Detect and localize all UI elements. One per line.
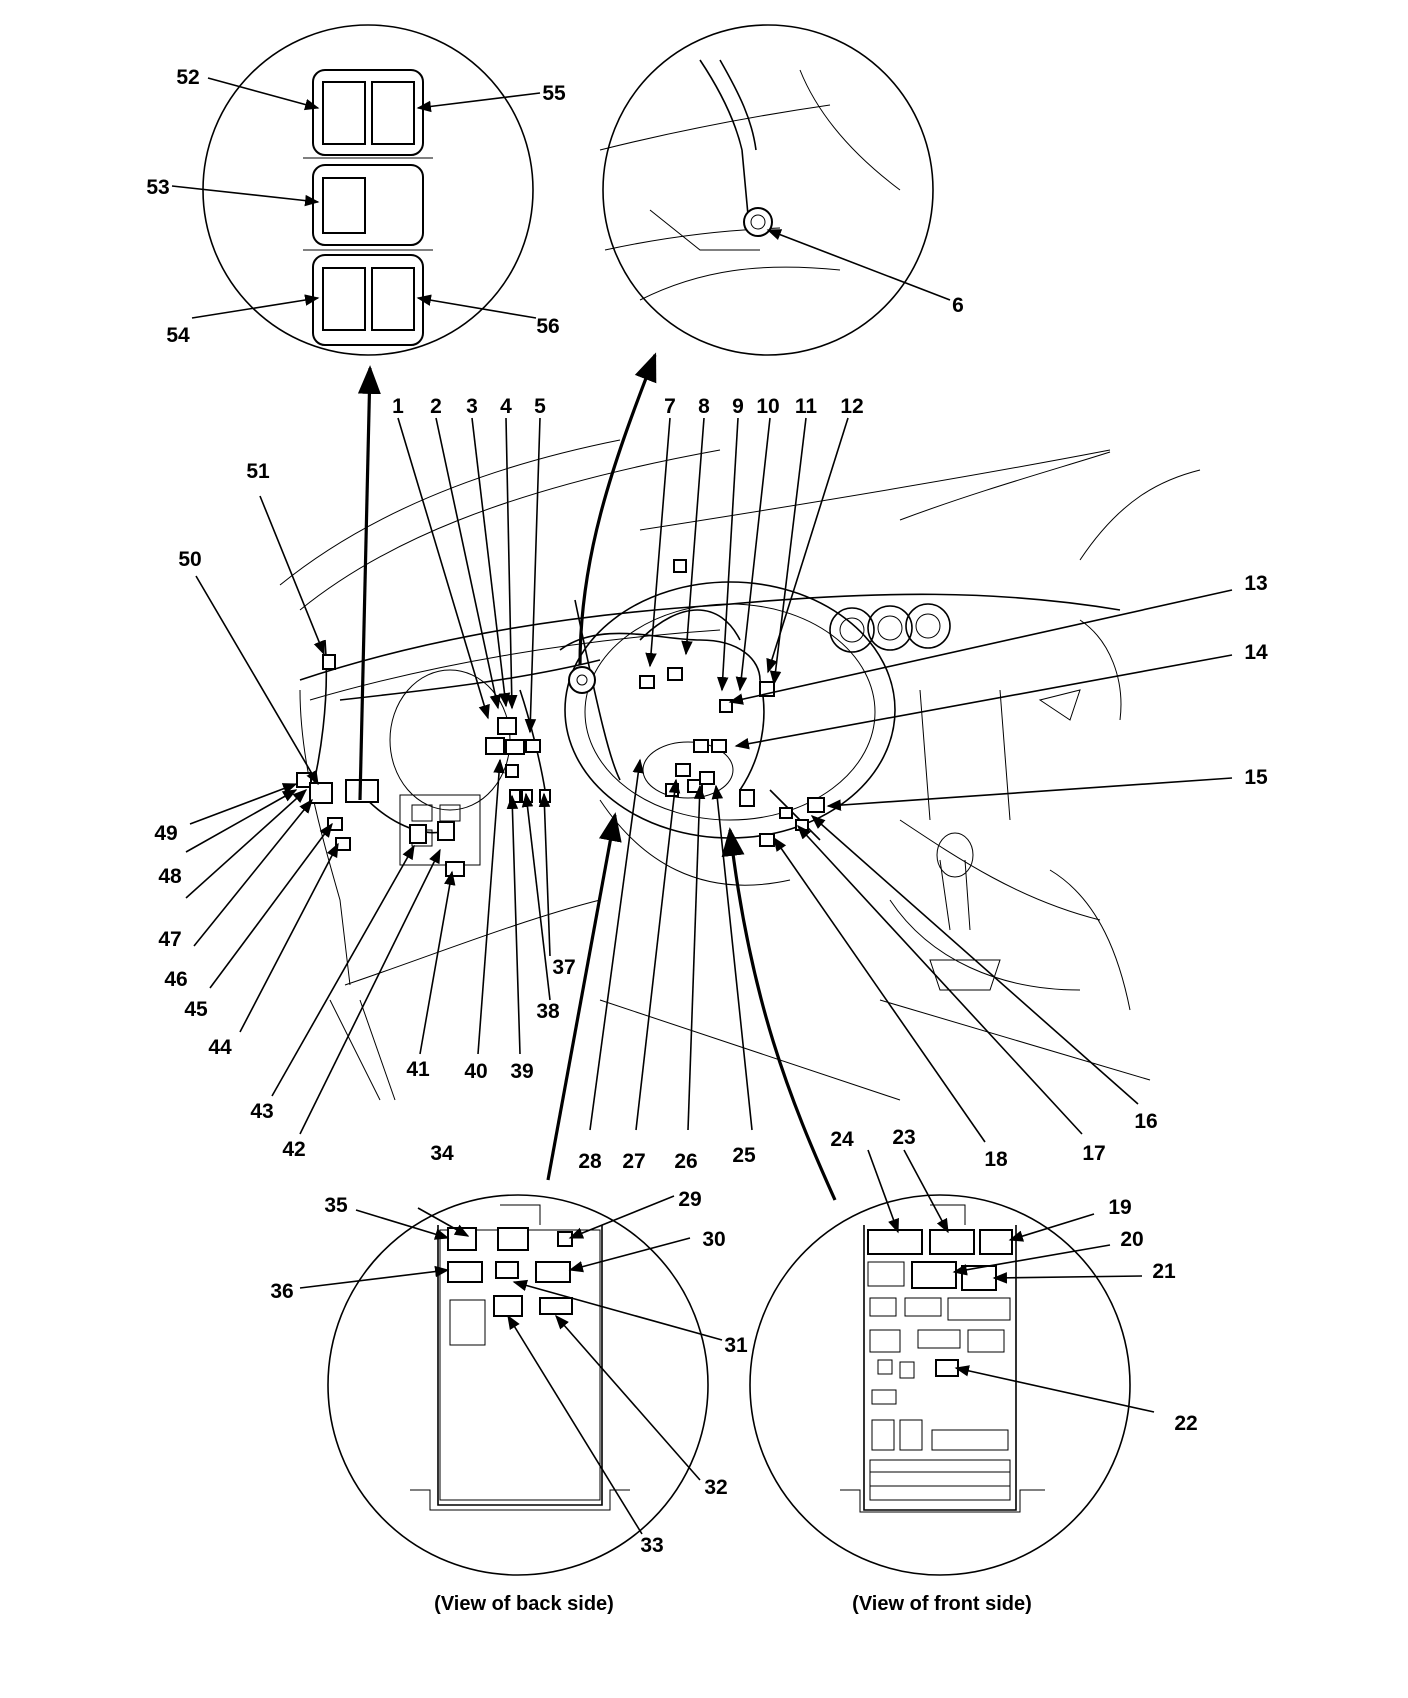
callout-22: 22 xyxy=(1174,1412,1197,1435)
fusebox-back-detail xyxy=(327,1194,709,1576)
detail-pointer-arrows xyxy=(357,352,837,1201)
callout-37: 37 xyxy=(552,956,575,979)
callout-31: 31 xyxy=(724,1334,748,1357)
callout-47: 47 xyxy=(158,928,181,951)
callout-49: 49 xyxy=(154,822,177,845)
callout-52: 52 xyxy=(176,66,199,89)
callout-26: 26 xyxy=(674,1150,697,1173)
callout-50: 50 xyxy=(178,548,201,571)
connector-symbols xyxy=(296,559,825,877)
callout-41: 41 xyxy=(406,1058,430,1081)
callout-21: 21 xyxy=(1152,1260,1176,1283)
callout-20: 20 xyxy=(1120,1228,1143,1251)
callout-4: 4 xyxy=(500,395,512,418)
callout-56: 56 xyxy=(536,315,559,338)
callout-25: 25 xyxy=(732,1144,756,1167)
callout-11: 11 xyxy=(795,395,818,418)
callout-42: 42 xyxy=(282,1138,305,1161)
callout-36: 36 xyxy=(270,1280,293,1303)
callout-18: 18 xyxy=(984,1148,1008,1171)
callout-44: 44 xyxy=(208,1036,232,1059)
callout-32: 32 xyxy=(704,1476,727,1499)
callout-23: 23 xyxy=(892,1126,915,1149)
callout-5: 5 xyxy=(534,395,546,418)
callout-35: 35 xyxy=(324,1194,348,1217)
callout-55: 55 xyxy=(542,82,566,105)
callout-13: 13 xyxy=(1244,572,1267,595)
callout-51: 51 xyxy=(246,460,270,483)
callout-54: 54 xyxy=(166,324,190,347)
callout-45: 45 xyxy=(184,998,208,1021)
callout-2: 2 xyxy=(430,395,442,418)
callout-46: 46 xyxy=(164,968,187,991)
callout-3: 3 xyxy=(466,395,478,418)
dashboard-illustration xyxy=(279,439,1201,1101)
callout-17: 17 xyxy=(1082,1142,1105,1165)
callout-24: 24 xyxy=(830,1128,854,1151)
ground-detail-circle xyxy=(599,24,934,356)
callout-6: 6 xyxy=(952,294,964,317)
callout-48: 48 xyxy=(158,865,182,888)
callout-39: 39 xyxy=(510,1060,533,1083)
callout-19: 19 xyxy=(1108,1196,1131,1219)
callout-33: 33 xyxy=(640,1534,663,1557)
callout-labels: 52 55 53 54 56 6 1 2 3 4 5 7 8 9 10 11 1… xyxy=(146,66,1268,1557)
callout-8: 8 xyxy=(698,395,710,418)
callout-15: 15 xyxy=(1244,766,1268,789)
callout-27: 27 xyxy=(622,1150,645,1173)
callout-1: 1 xyxy=(392,395,404,418)
callout-43: 43 xyxy=(250,1100,273,1123)
callout-28: 28 xyxy=(578,1150,602,1173)
callout-10: 10 xyxy=(756,395,779,418)
caption-back-side: (View of back side) xyxy=(434,1593,614,1615)
callout-9: 9 xyxy=(732,395,744,418)
callout-30: 30 xyxy=(702,1228,725,1251)
fusebox-front-detail xyxy=(749,1194,1131,1576)
callout-14: 14 xyxy=(1244,641,1268,664)
callout-12: 12 xyxy=(840,395,863,418)
callout-34: 34 xyxy=(430,1142,454,1165)
leader-lines xyxy=(171,77,1233,1535)
callout-7: 7 xyxy=(664,395,676,418)
relay-detail-circle xyxy=(202,24,534,356)
callout-40: 40 xyxy=(464,1060,487,1083)
callout-16: 16 xyxy=(1134,1110,1157,1133)
callout-53: 53 xyxy=(146,176,169,199)
callout-29: 29 xyxy=(678,1188,701,1211)
caption-front-side: (View of front side) xyxy=(852,1593,1032,1615)
callout-38: 38 xyxy=(536,1000,560,1023)
